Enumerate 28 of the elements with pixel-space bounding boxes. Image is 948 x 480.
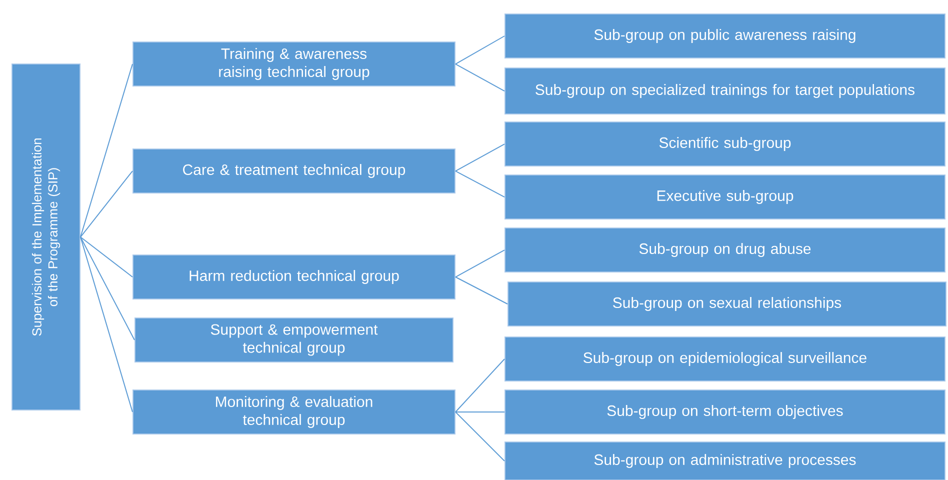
sub-group-box: Sub-group on epidemiological surveillance xyxy=(504,336,946,382)
group-box: Harm reduction technical group xyxy=(132,254,456,300)
connector-line xyxy=(455,412,505,462)
sub-group-box: Executive sub-group xyxy=(504,174,946,220)
sub-group-box: Sub-group on drug abuse xyxy=(504,228,946,272)
group-box: Monitoring & evaluation technical group xyxy=(132,390,456,434)
connector-line xyxy=(455,276,508,304)
connector-line xyxy=(455,358,505,412)
connector-line xyxy=(455,170,505,198)
group-box: Care & treatment technical group xyxy=(132,148,456,194)
connector-line xyxy=(455,64,505,92)
group-box: Support & empowerment technical group xyxy=(134,318,454,362)
group-box: Training & awareness raising technical group xyxy=(132,42,456,86)
connector-line xyxy=(80,236,133,412)
sub-group-box: Scientific sub-group xyxy=(504,122,946,166)
connector-line xyxy=(80,236,135,340)
sub-group-box: Sub-group on short-term objectives xyxy=(504,390,946,434)
connector-line xyxy=(80,236,133,278)
connector-line xyxy=(80,170,133,238)
sub-group-box: Sub-group on specialized trainings for target populations xyxy=(504,68,946,114)
connector-line xyxy=(455,250,505,278)
root-box: Supervision of the Implementation of the Programme (SIP) xyxy=(12,64,80,410)
sub-group-box: Sub-group on sexual relationships xyxy=(508,282,946,326)
sub-group-box: Sub-group on public awareness raising xyxy=(504,14,946,58)
sub-group-box: Sub-group on administrative processes xyxy=(504,442,946,480)
connector-line xyxy=(455,144,505,172)
connector-line xyxy=(455,36,505,64)
connector-line xyxy=(80,64,133,238)
